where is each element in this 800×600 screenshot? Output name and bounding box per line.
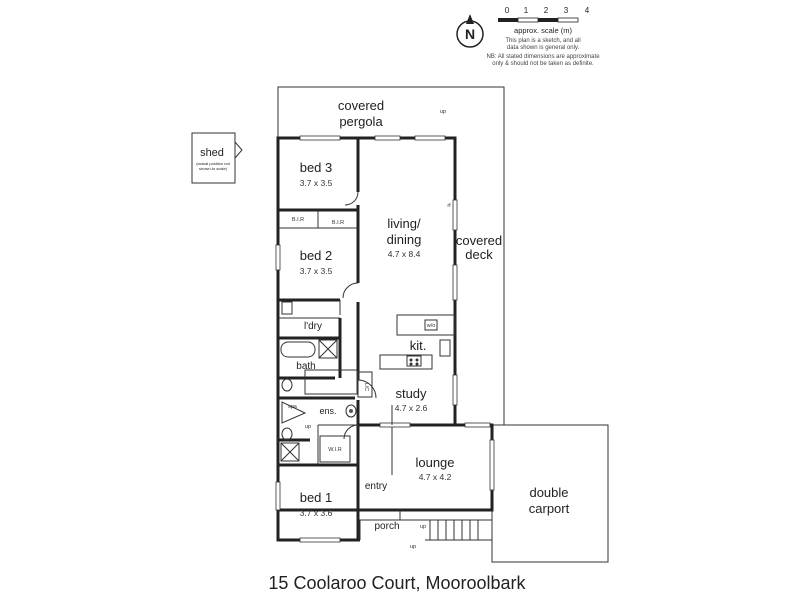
living-dims: 4.7 x 8.4 — [388, 249, 421, 259]
porch-label: porch — [374, 521, 399, 532]
bed1-label: bed 1 — [300, 490, 333, 505]
windows — [275, 135, 495, 543]
living-label-1: living/ — [387, 216, 421, 231]
fixtures — [280, 301, 357, 463]
entry-label: entry — [365, 481, 387, 492]
porch-steps — [425, 520, 493, 541]
linen-label: L/C — [363, 383, 369, 392]
ensuite-step-label: up — [305, 424, 311, 430]
scale-note-3: NB: All stated dimensions are approximat… — [486, 54, 600, 60]
porch-step-label-2: up — [410, 544, 416, 550]
wir-label: W.I.R — [328, 447, 341, 453]
shed-label: shed — [200, 147, 224, 159]
north-compass-icon: N — [456, 14, 484, 48]
porch-step-label: up — [420, 524, 426, 530]
pergola-label-2: pergola — [339, 114, 383, 129]
shed-note-1: (actual position not — [196, 161, 230, 166]
deck-label-2: deck — [465, 247, 493, 262]
bir-left-label: B.I.R — [292, 217, 304, 223]
scale-note-4: only & should not be taken as definite. — [492, 61, 594, 67]
living-label-2: dining — [387, 232, 422, 247]
lounge-label: lounge — [415, 455, 454, 470]
scale-tick-0: 0 — [505, 6, 510, 15]
spa-label: spa — [288, 404, 298, 410]
scale-note-2: data shown is general only. — [507, 45, 580, 51]
kitchen-fixture-label: w/o — [426, 323, 436, 329]
scale-note-1: This plan is a sketch, and all — [505, 38, 580, 44]
bir-right-label: B.I.R — [332, 220, 344, 226]
scale-tick-1: 1 — [524, 6, 529, 15]
shed-note-2: shown-to scale) — [199, 166, 228, 171]
scale-tick-4: 4 — [585, 6, 590, 15]
scale-bar: 0 1 2 3 4 approx. scale (m) This plan is… — [486, 6, 600, 67]
carport-label-1: double — [529, 485, 568, 500]
scale-tick-3: 3 — [564, 6, 569, 15]
carport-label-2: carport — [529, 501, 570, 516]
property-address: 15 Coolaroo Court, Mooroolbark — [268, 573, 526, 593]
study-label: study — [395, 386, 427, 401]
bath-label: bath — [296, 361, 315, 372]
bed3-dims: 3.7 x 3.5 — [300, 178, 333, 188]
bed3-label: bed 3 — [300, 160, 333, 175]
ensuite-label: ens. — [319, 406, 336, 416]
compass-letter: N — [465, 26, 475, 42]
bed1-dims: 3.7 x 3.6 — [300, 508, 333, 518]
study-dims: 4.7 x 2.6 — [395, 403, 428, 413]
kitchen-label: kit. — [410, 338, 427, 353]
laundry-label: l'dry — [304, 321, 322, 332]
bed2-label: bed 2 — [300, 248, 333, 263]
pergola-label-1: covered — [338, 98, 384, 113]
lounge-dims: 4.7 x 4.2 — [419, 472, 452, 482]
fridge-label: rf — [447, 203, 451, 209]
shed: shed (actual position not shown-to scale… — [191, 132, 243, 184]
doors — [339, 191, 418, 521]
deck-label-1: covered — [456, 233, 502, 248]
pergola-step-label: up — [440, 109, 446, 115]
house-walls — [276, 136, 494, 542]
bed2-dims: 3.7 x 3.5 — [300, 266, 333, 276]
scale-tick-2: 2 — [544, 6, 549, 15]
scale-title: approx. scale (m) — [514, 26, 572, 35]
